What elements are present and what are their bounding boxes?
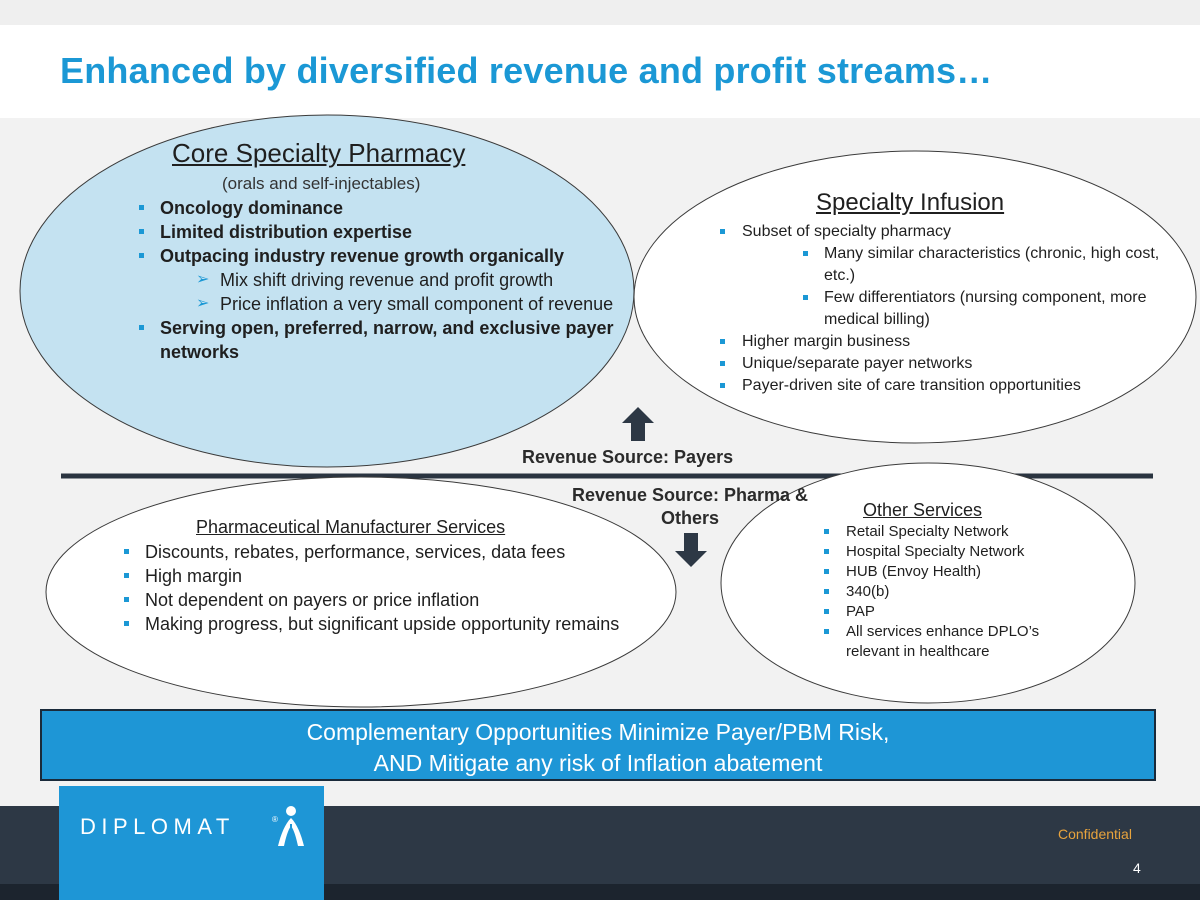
specialty-infusion-list: Subset of specialty pharmacy Many simila… — [720, 221, 1190, 397]
manufacturer-services-ellipse — [45, 476, 677, 708]
banner-line-1: Complementary Opportunities Minimize Pay… — [306, 719, 890, 745]
bullet-icon — [139, 205, 144, 210]
list-item: HUB (Envoy Health) — [822, 562, 1082, 582]
list-item: Not dependent on payers or price inflati… — [124, 588, 684, 612]
list-item: Limited distribution expertise — [138, 220, 618, 244]
list-item: Hospital Specialty Network — [822, 542, 1082, 562]
manufacturer-services-list: Discounts, rebates, performance, service… — [124, 540, 684, 636]
list-item: Retail Specialty Network — [822, 522, 1082, 542]
list-item: Discounts, rebates, performance, service… — [124, 540, 684, 564]
bullet-icon — [824, 589, 829, 594]
list-item: PAP — [822, 602, 1082, 622]
slide-title: Enhanced by diversified revenue and prof… — [60, 50, 993, 91]
list-item: All services enhance DPLO’s relevant in … — [822, 622, 1082, 662]
bullet-icon — [124, 621, 129, 626]
bullet-icon — [824, 529, 829, 534]
bullet-icon — [824, 569, 829, 574]
manufacturer-services-title: Pharmaceutical Manufacturer Services — [196, 517, 506, 537]
bullet-icon — [803, 295, 808, 300]
list-item: Unique/separate payer networks — [720, 353, 1190, 375]
sub-list-item: Many similar characteristics (chronic, h… — [742, 243, 1190, 287]
sub-list-item: ➢Mix shift driving revenue and profit gr… — [196, 270, 554, 290]
list-item: Serving open, preferred, narrow, and exc… — [138, 316, 618, 364]
bullet-icon — [139, 229, 144, 234]
bullet-icon — [139, 325, 144, 330]
other-services-list: Retail Specialty Network Hospital Specia… — [822, 522, 1082, 662]
bullet-icon — [124, 573, 129, 578]
revenue-source-payers-label: Revenue Source: Payers — [522, 447, 734, 467]
other-services-title: Other Services — [863, 500, 983, 520]
top-strip — [0, 0, 1200, 25]
list-item: Making progress, but significant upside … — [124, 612, 684, 636]
logo-wordmark: DIPLOMAT — [80, 814, 235, 839]
revenue-source-pharma-label: Revenue Source: Pharma & Others — [571, 485, 809, 528]
list-item: Outpacing industry revenue growth organi… — [138, 244, 618, 316]
confidential-label: Confidential — [1058, 826, 1132, 842]
up-arrow-icon — [622, 407, 654, 441]
bullet-icon — [824, 549, 829, 554]
core-pharmacy-subtitle: (orals and self-injectables) — [222, 174, 421, 193]
diplomat-figure-icon — [278, 806, 304, 846]
banner-line-2: AND Mitigate any risk of Inflation abate… — [373, 750, 823, 776]
bullet-icon — [824, 609, 829, 614]
list-item: 340(b) — [822, 582, 1082, 602]
arrow-bullet-icon: ➢ — [196, 295, 210, 312]
down-arrow-icon — [675, 533, 707, 567]
bullet-icon — [803, 251, 808, 256]
header-bar — [0, 25, 1200, 118]
core-pharmacy-title: Core Specialty Pharmacy — [172, 138, 466, 168]
bullet-icon — [720, 383, 725, 388]
arrow-bullet-icon: ➢ — [196, 271, 210, 288]
bullet-icon — [124, 597, 129, 602]
bullet-icon — [720, 229, 725, 234]
bullet-icon — [124, 549, 129, 554]
list-item: Higher margin business — [720, 331, 1190, 353]
bullet-icon — [720, 361, 725, 366]
list-item: Payer-driven site of care transition opp… — [720, 375, 1190, 397]
bullet-icon — [720, 339, 725, 344]
list-item: High margin — [124, 564, 684, 588]
bullet-icon — [139, 253, 144, 258]
core-pharmacy-list: Oncology dominance Limited distribution … — [138, 196, 618, 364]
specialty-infusion-title: Specialty Infusion — [816, 189, 1005, 216]
summary-banner: Complementary Opportunities Minimize Pay… — [40, 709, 1156, 781]
other-services-ellipse — [720, 462, 1136, 704]
list-item: Oncology dominance — [138, 196, 618, 220]
list-item: Subset of specialty pharmacy Many simila… — [720, 221, 1190, 331]
bullet-icon — [824, 629, 829, 634]
specialty-infusion-ellipse — [633, 150, 1197, 444]
sub-list-item: ➢Price inflation a very small component … — [196, 294, 614, 314]
page-number: 4 — [1133, 860, 1141, 876]
sub-list-item: Few differentiators (nursing component, … — [742, 287, 1190, 331]
logo-registered-mark: ® — [272, 815, 278, 824]
